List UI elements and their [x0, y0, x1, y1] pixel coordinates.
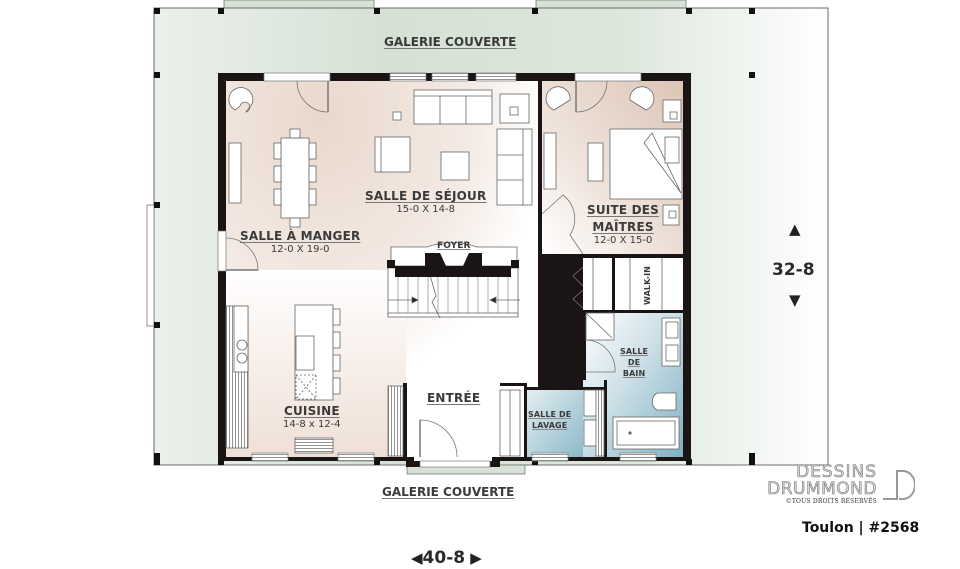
room-bath-name-3: BAIN — [622, 369, 646, 378]
model-label: Toulon | #2568 — [802, 520, 920, 536]
room-master-name-1: SUITE DES — [587, 203, 660, 217]
arrow-down-icon: ▼ — [789, 291, 801, 309]
room-bath: SALLE DE BAIN — [620, 346, 648, 379]
doors — [225, 80, 616, 458]
room-laundry-name-1: SALLE DE — [528, 410, 572, 419]
room-kitchen-dims: 14-8 x 12-4 — [283, 419, 341, 430]
room-laundry: SALLE DE LAVAGE — [528, 409, 571, 431]
room-laundry-name-2: LAVAGE — [532, 421, 568, 430]
room-dining: SALLE À MANGER 12-0 X 19-0 — [240, 230, 360, 255]
windows — [217, 72, 657, 468]
room-entry-name: ENTRÉE — [427, 391, 481, 405]
logo-copyright: ©TOUS DROITS RÉSERVÉS — [785, 498, 877, 505]
room-bath-name-2: DE — [627, 358, 641, 367]
arrow-right-icon: ▶ — [470, 549, 482, 567]
room-living-dims: 15-0 X 14-8 — [396, 204, 456, 215]
width-dimension: ◀40-8 ▶ — [411, 550, 482, 567]
room-kitchen: CUISINE 14-8 x 12-4 — [283, 405, 341, 430]
room-living: SALLE DE SÉJOUR 15-0 X 14-8 — [365, 190, 486, 215]
fireplace-label: FOYER — [437, 241, 471, 251]
logo-line1: DESSINS — [796, 462, 877, 482]
width-value: 40-8 — [422, 548, 466, 568]
room-master: SUITE DES MAÎTRES 12-0 X 15-0 — [587, 204, 659, 246]
logo-mark-icon — [883, 469, 915, 500]
room-dining-name: SALLE À MANGER — [240, 229, 361, 243]
room-walkin-name: WALK-IN — [642, 266, 652, 305]
room-kitchen-name: CUISINE — [283, 404, 340, 418]
arrow-left-icon: ◀ — [411, 549, 423, 567]
room-master-name-2: MAÎTRES — [592, 220, 654, 234]
brand-logo: DESSINS DRUMMOND ©TOUS DROITS RÉSERVÉS — [767, 462, 915, 505]
room-bath-name-1: SALLE — [620, 347, 649, 356]
porch-label-bottom: GALERIE COUVERTE — [382, 485, 515, 499]
room-master-dims: 12-0 X 15-0 — [593, 235, 653, 246]
room-living-name: SALLE DE SÉJOUR — [365, 189, 487, 203]
furniture — [225, 86, 683, 457]
porch-label-top: GALERIE COUVERTE — [384, 35, 517, 49]
room-dining-dims: 12-0 X 19-0 — [270, 244, 330, 255]
depth-value: 32-8 — [772, 260, 815, 280]
arrow-up-icon: ▲ — [789, 220, 801, 238]
logo-line2: DRUMMOND — [767, 479, 877, 499]
